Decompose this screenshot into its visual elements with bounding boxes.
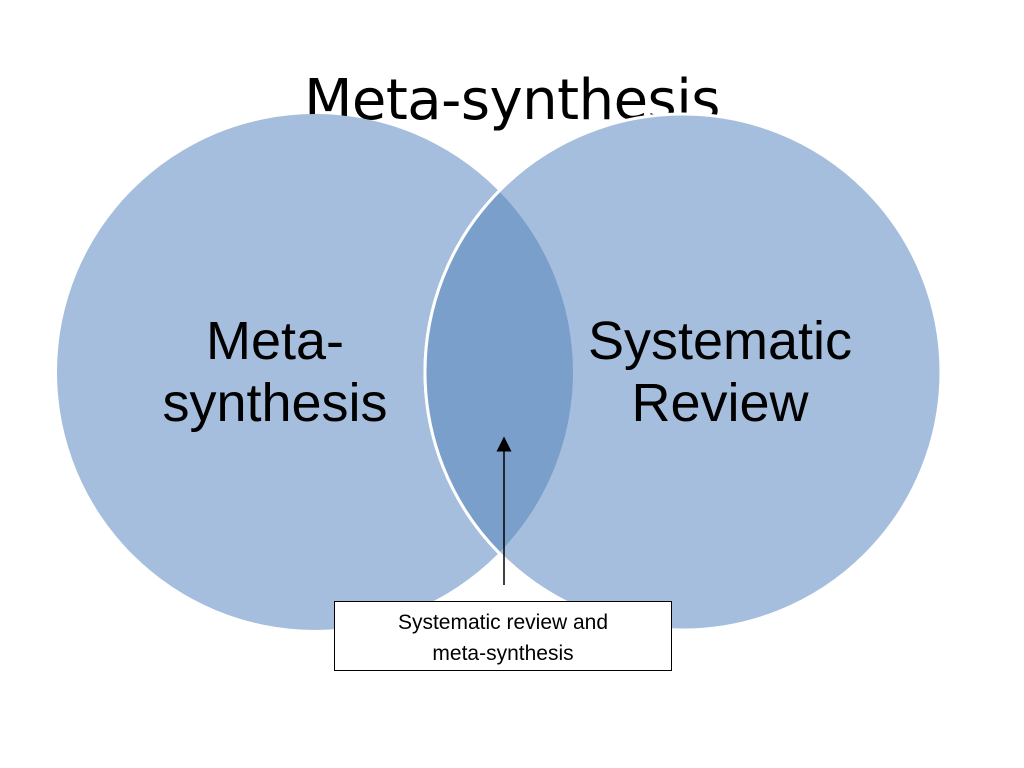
right-label-line2: Review (631, 373, 809, 433)
left-label-line2: synthesis (162, 373, 388, 433)
overlap-callout-box: Systematic review and meta-synthesis (334, 601, 672, 671)
left-circle (57, 114, 573, 630)
left-label-line1: Meta- (205, 311, 345, 371)
right-circle-label: Systematic Review (560, 310, 880, 434)
callout-line2: meta-synthesis (432, 642, 574, 665)
left-circle-label: Meta- synthesis (120, 310, 430, 434)
right-label-line1: Systematic (587, 311, 853, 371)
callout-line1: Systematic review and (397, 611, 609, 634)
